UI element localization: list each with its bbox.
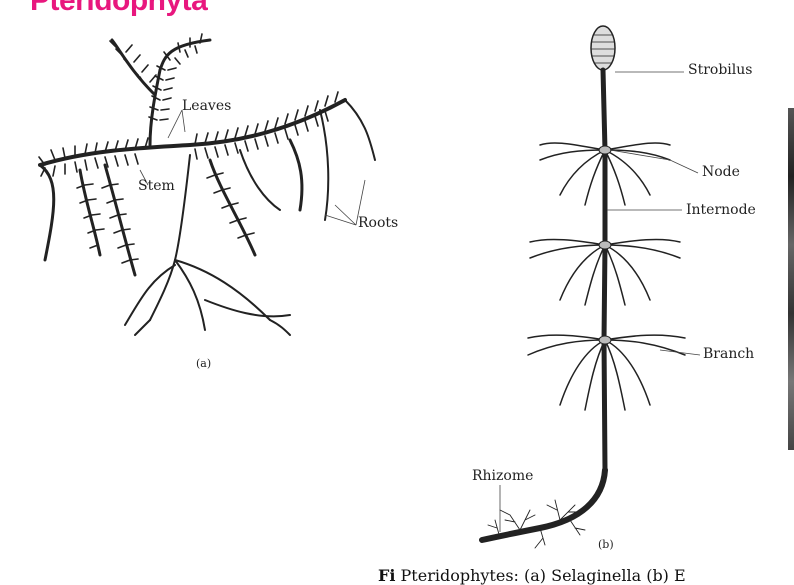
partial-photo-edge: [788, 108, 794, 450]
figure-caption-text: Pteridophytes: (a) Selaginella (b) E: [400, 566, 686, 585]
page-title: Pteridophyta: [30, 0, 208, 17]
label-internode: Internode: [686, 202, 756, 218]
caption-b: (b): [598, 538, 614, 551]
leader-lines-a: [139, 109, 366, 226]
label-roots: Roots: [358, 215, 399, 231]
equisetum-drawing: [479, 25, 686, 549]
label-node: Node: [702, 164, 740, 180]
label-branch: Branch: [703, 346, 755, 362]
label-stem: Stem: [138, 178, 175, 194]
leader-lines-b: [499, 71, 701, 532]
label-rhizome: Rhizome: [472, 468, 534, 484]
figure-caption: Fi Pteridophytes: (a) Selaginella (b) E: [378, 566, 686, 585]
caption-a: (a): [196, 357, 212, 370]
figure-caption-prefix: Fi: [378, 566, 396, 585]
label-strobilus: Strobilus: [688, 62, 753, 78]
selaginella-drawing: [38, 33, 376, 336]
label-leaves: Leaves: [182, 98, 232, 114]
